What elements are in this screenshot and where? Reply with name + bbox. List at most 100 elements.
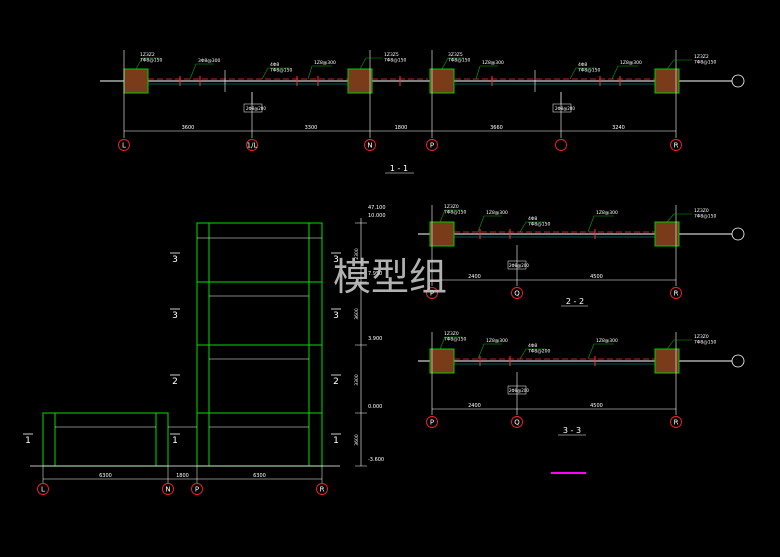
section-mark-right: 3	[333, 311, 339, 321]
level-label: 47.100	[368, 205, 386, 211]
axis-label: N	[165, 486, 170, 494]
dimension-value: 2400	[468, 274, 481, 280]
section-2-2	[418, 205, 745, 307]
rebar-tag: 1Z3Z0	[694, 334, 709, 340]
rebar-tag: 3Φ8@300	[198, 58, 220, 64]
section-2-title: 2 - 2	[566, 297, 584, 306]
axis-bubble: 1/L	[246, 139, 258, 151]
axis-label: Q	[514, 419, 520, 427]
dimension-value: 3300	[305, 125, 318, 131]
elevation-frame	[30, 218, 367, 484]
rebar-tag: 1Z3Z0	[444, 204, 459, 210]
rebar-tag: 1Z8@300	[620, 60, 642, 66]
axis-bubble: P	[191, 483, 203, 495]
rebar-tag: 7Φ8@150	[694, 340, 716, 346]
axis-bubble: N	[364, 139, 376, 151]
column-2	[347, 68, 373, 94]
rebar-tag: 1Z3Z0	[694, 208, 709, 214]
axis-label: R	[320, 486, 325, 494]
section-1-title: 1 - 1	[390, 164, 408, 173]
section-1-dimensions: 3600 3300 1800 3660 3240	[182, 125, 625, 131]
axis-label: L	[41, 486, 45, 494]
axis-label: P	[430, 142, 434, 150]
axis-bubble: N	[162, 483, 174, 495]
axis-label: L	[122, 142, 126, 150]
level-label: 0.000	[368, 404, 382, 410]
axis-label: R	[674, 142, 679, 150]
rebar-tag: 7Φ8@150	[578, 68, 600, 74]
axis-bubble: R	[670, 287, 682, 299]
dimension-value: 1800	[395, 125, 408, 131]
rebar-small-tag: 2Φ8@200	[509, 388, 529, 393]
axis-bubble: Q	[511, 416, 523, 428]
column-2-right	[654, 221, 680, 247]
rebar-small-tag: 2Φ8@200	[509, 263, 529, 268]
section-mark-right: 1	[333, 436, 339, 446]
section-1-axis-bubbles: L 1/L N P R	[118, 139, 682, 151]
watermark-text: 模型组	[333, 255, 447, 299]
axis-label: 1/L	[247, 142, 258, 150]
rebar-tag: 7Φ8@150	[444, 337, 466, 343]
elevation-bottom-dimensions: 6300 1800 6300	[99, 473, 266, 479]
axis-bubble: R	[670, 416, 682, 428]
level-dimension: 3600	[354, 434, 360, 446]
axis-bubble: R	[670, 139, 682, 151]
axis-bubble: Q	[511, 287, 523, 299]
dimension-value: 6300	[99, 473, 112, 479]
section-mark-left: 1	[172, 436, 178, 446]
level-label: 3.900	[368, 336, 382, 342]
axis-label: Q	[514, 290, 520, 298]
axis-bubble: P	[426, 139, 438, 151]
axis-label: P	[195, 486, 199, 494]
level-dimension: 3300	[354, 374, 360, 386]
column-1	[123, 68, 149, 94]
rebar-tag: 7Φ8@150	[270, 68, 292, 74]
level-label: 10.000	[368, 213, 386, 219]
axis-bubble: L	[37, 483, 49, 495]
rebar-tag: 7Φ8@150	[140, 58, 162, 64]
dimension-value: 6300	[253, 473, 266, 479]
rebar-tag: 7Φ8@150	[444, 210, 466, 216]
rebar-tag: 3Z3Z5	[448, 52, 463, 58]
rebar-tag: 1Z3Z2	[694, 54, 709, 60]
rebar-tag: 1Z8@300	[482, 60, 504, 66]
column-3	[429, 68, 455, 94]
dimension-value: 3660	[490, 125, 503, 131]
axis-label: P	[430, 290, 434, 298]
rebar-tag: 4Φ8	[528, 343, 537, 349]
level-label: -3.600	[368, 457, 384, 463]
axis-bubble	[555, 139, 567, 151]
rebar-tag: 1Z8@300	[486, 210, 508, 216]
section-3-title: 3 - 3	[563, 426, 581, 435]
dimension-value: 2400	[468, 403, 481, 409]
section-mark-left: 2	[172, 377, 178, 387]
dimension-value: 3600	[182, 125, 195, 131]
level-dimension: 2300	[354, 248, 360, 260]
dimension-value: 3240	[612, 125, 625, 131]
rebar-tag: 1Z8@300	[314, 60, 336, 66]
dimension-value: 1800	[176, 473, 189, 479]
axis-label: N	[367, 142, 372, 150]
rebar-tag: 4Φ8	[528, 216, 537, 222]
rebar-tag: 1Z8@300	[486, 338, 508, 344]
rebar-tag: 7Φ8@150	[384, 58, 406, 64]
column-3-left	[429, 348, 455, 374]
column-4	[654, 68, 680, 94]
rebar-small-tag: 2Φ8@200	[555, 106, 575, 111]
rebar-small-tag: 2Φ8@200	[246, 106, 266, 111]
column-2-left	[429, 221, 455, 247]
rebar-tag: 7Φ8@150	[448, 58, 470, 64]
level-label: 7.950	[368, 271, 382, 277]
axis-label: R	[674, 290, 679, 298]
rebar-tag: 4Φ8	[270, 62, 279, 68]
rebar-tag: 7Φ8@150	[694, 60, 716, 66]
